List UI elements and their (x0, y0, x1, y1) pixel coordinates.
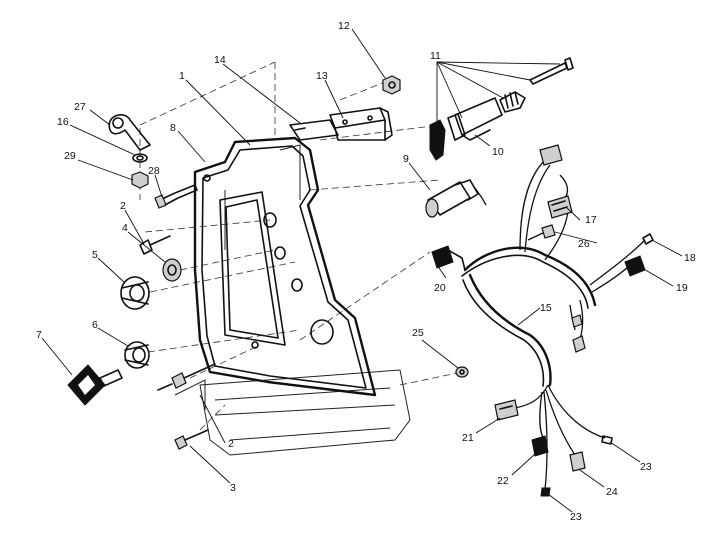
callout-18: 18 (684, 252, 696, 264)
callout-5: 5 (92, 249, 98, 261)
callout-22: 22 (497, 475, 509, 487)
connector-17 (547, 195, 573, 219)
terminal-23-upper (601, 435, 613, 445)
solenoid-9 (425, 179, 487, 218)
connector-top (539, 144, 563, 166)
callout-2-lower: 2 (228, 438, 234, 450)
callout-8: 8 (170, 122, 176, 134)
callout-15: 15 (540, 302, 552, 314)
callout-2-upper: 2 (120, 200, 126, 212)
main-panel (193, 136, 377, 397)
connector-20 (431, 245, 466, 271)
switch-assembly (429, 57, 574, 161)
connector-18 (642, 233, 654, 245)
nut-29 (131, 171, 149, 189)
bolt-28 (154, 184, 198, 209)
nut-5 (120, 276, 150, 310)
callout-labels: 1 14 13 12 11 10 8 9 27 16 29 28 2 4 5 6… (36, 20, 696, 523)
callout-24: 24 (606, 486, 618, 498)
washer-25 (455, 366, 469, 378)
connector-21 (494, 399, 519, 421)
leader-lines (41, 28, 683, 513)
nut-6 (124, 341, 150, 369)
nut-12 (382, 75, 401, 95)
callout-14: 14 (214, 54, 226, 66)
key-7 (67, 364, 123, 406)
washer-16 (132, 153, 148, 163)
ring-terminal-27 (108, 114, 151, 151)
callout-29: 29 (64, 150, 76, 162)
callout-4: 4 (122, 222, 128, 234)
callout-10: 10 (492, 146, 504, 158)
callout-25: 25 (412, 327, 424, 339)
callout-19: 19 (676, 282, 688, 294)
callout-6: 6 (92, 319, 98, 331)
callout-17: 17 (585, 214, 597, 226)
stud-2-lower (157, 363, 216, 391)
callout-9: 9 (403, 153, 409, 165)
callout-23-upper: 23 (640, 461, 652, 473)
frame-outline (174, 144, 411, 456)
callout-20: 20 (434, 282, 446, 294)
connector-side (571, 314, 586, 353)
callout-7: 7 (36, 329, 42, 341)
connector-19 (624, 255, 646, 277)
terminal-23-lower (540, 487, 551, 497)
callout-16: 16 (57, 116, 69, 128)
alignment-lines (139, 61, 463, 431)
connector-26 (541, 224, 556, 239)
callout-13: 13 (316, 70, 328, 82)
connector-22 (531, 435, 549, 457)
bolt-3 (174, 429, 209, 450)
connector-24 (569, 451, 586, 472)
screw-2-upper (139, 235, 171, 255)
callout-28: 28 (148, 165, 160, 177)
callout-12: 12 (338, 20, 350, 32)
washer-4 (162, 258, 182, 282)
bracket-13 (329, 107, 393, 141)
callout-1: 1 (179, 70, 185, 82)
bracket-14 (289, 119, 339, 141)
callout-23-lower: 23 (570, 511, 582, 523)
callout-3: 3 (230, 482, 236, 494)
callout-27: 27 (74, 101, 86, 113)
callout-11: 11 (430, 50, 441, 62)
callout-21: 21 (462, 432, 474, 444)
callout-26: 26 (578, 238, 590, 250)
